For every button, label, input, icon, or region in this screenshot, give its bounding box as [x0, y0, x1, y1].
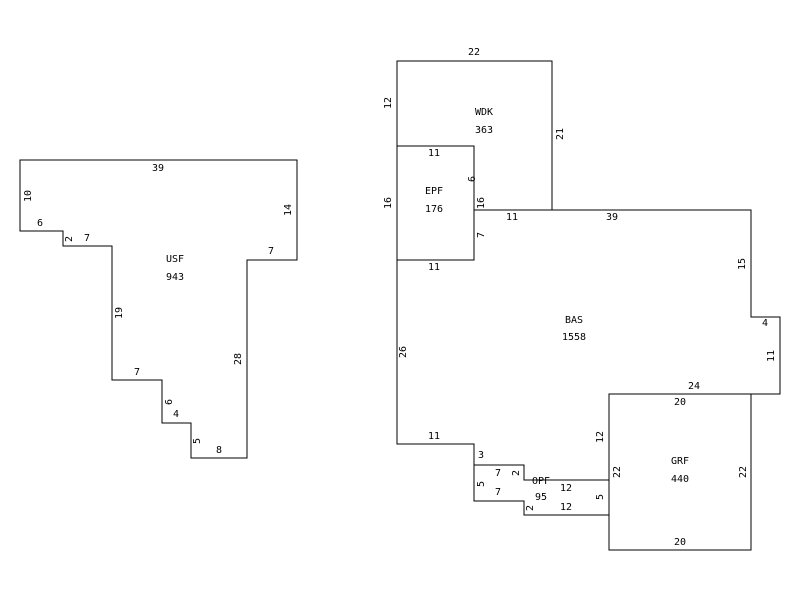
usf-dim-step4-v: 5 — [192, 438, 203, 444]
wdk-dim-top: 22 — [468, 47, 480, 58]
usf-dim-step1-h: 6 — [37, 218, 43, 229]
epf-dim-top: 11 — [428, 148, 440, 159]
grf-dim-bottom: 20 — [674, 537, 686, 548]
opf-dim-bottom: 7 — [495, 487, 501, 498]
opf-section: OPF 95 7 2 12 5 7 2 12 5 — [473, 464, 610, 516]
usf-label: USF — [166, 254, 184, 265]
usf-dim-top: 39 — [152, 163, 164, 174]
usf-dim-left: 10 — [23, 190, 34, 202]
usf-dim-notch-h: 7 — [268, 246, 274, 257]
bas-outline — [396, 209, 781, 481]
bas-label: BAS — [565, 315, 583, 326]
usf-dim-right: 14 — [283, 204, 294, 216]
bas-dim-garage-side: 12 — [595, 431, 606, 443]
opf-area: 95 — [535, 492, 547, 503]
bas-dim-top-left: 11 — [506, 212, 518, 223]
opf-dim-bottom-step: 2 — [525, 505, 536, 511]
opf-label: OPF — [532, 476, 550, 487]
usf-dim-step4-h: 4 — [173, 409, 179, 420]
bas-dim-bump-h: 4 — [762, 318, 768, 329]
opf-dim-top-right: 12 — [560, 483, 572, 494]
usf-dim-step3-v: 6 — [164, 399, 175, 405]
usf-dim-bottom: 8 — [216, 445, 222, 456]
epf-dim-bottom: 11 — [428, 262, 440, 273]
grf-dim-left: 22 — [612, 466, 623, 478]
grf-dim-top: 20 — [674, 397, 686, 408]
usf-area: 943 — [166, 272, 184, 283]
opf-dim-top: 7 — [495, 468, 501, 479]
usf-outline — [19, 159, 298, 459]
usf-dim-step2-h: 7 — [84, 233, 90, 244]
wdk-dim-left: 12 — [383, 97, 394, 109]
wdk-dim-right: 21 — [555, 128, 566, 140]
usf-dim-step1-v: 2 — [64, 236, 75, 242]
epf-dim-right-lower: 7 — [476, 232, 487, 238]
bas-area: 1558 — [562, 332, 586, 343]
grf-label: GRF — [671, 456, 689, 467]
opf-dim-left: 5 — [476, 481, 487, 487]
bas-dim-left: 26 — [398, 346, 409, 358]
epf-outline — [396, 145, 475, 261]
bas-dim-right-upper: 15 — [737, 258, 748, 270]
epf-dim-right-mid: 16 — [476, 197, 487, 209]
opf-dim-bottom-right: 12 — [560, 502, 572, 513]
bas-dim-bump-v: 11 — [766, 350, 777, 362]
opf-dim-right: 5 — [595, 494, 606, 500]
bas-dim-bottom-left: 11 — [428, 431, 440, 442]
bas-section: BAS 1558 11 39 15 4 11 24 26 11 12 3 — [396, 209, 781, 481]
opf-outline — [473, 464, 610, 516]
bas-dim-bottom-right: 24 — [688, 381, 700, 392]
epf-dim-right-upper: 9 — [465, 176, 476, 182]
usf-dim-inner-left: 19 — [114, 307, 125, 319]
usf-dim-inner-right: 28 — [233, 353, 244, 365]
grf-area: 440 — [671, 474, 689, 485]
epf-area: 176 — [425, 204, 443, 215]
grf-dim-right: 22 — [738, 466, 749, 478]
epf-section: EPF 176 11 16 9 16 7 11 — [383, 145, 487, 273]
usf-section: USF 943 39 10 6 2 7 14 7 19 28 7 6 4 5 8 — [19, 159, 298, 459]
epf-label: EPF — [425, 186, 443, 197]
wdk-area: 363 — [475, 125, 493, 136]
opf-dim-top-step: 2 — [511, 470, 522, 476]
usf-dim-step3-h: 7 — [134, 367, 140, 378]
grf-section: GRF 440 20 22 22 20 — [608, 393, 752, 551]
bas-dim-step: 3 — [478, 450, 484, 461]
bas-dim-top: 39 — [606, 212, 618, 223]
epf-dim-left: 16 — [383, 197, 394, 209]
grf-outline — [608, 393, 752, 551]
wdk-label: WDK — [475, 107, 493, 118]
